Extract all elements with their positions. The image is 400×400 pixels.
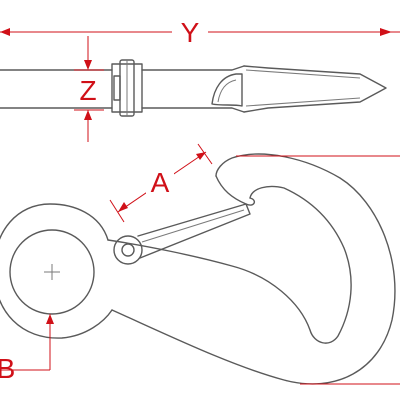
dimension-b: B — [0, 314, 54, 384]
extension-lines — [236, 155, 400, 385]
dimension-a: A — [109, 143, 213, 223]
hook-side-view — [0, 59, 387, 117]
dimension-b-label: B — [0, 353, 15, 384]
dimension-z: Z — [74, 36, 104, 142]
dimension-y-label: Y — [181, 17, 200, 48]
dimension-z-label: Z — [79, 75, 96, 106]
hook-front-view — [0, 153, 396, 385]
dimension-a-label: A — [151, 167, 170, 198]
dimension-y: Y — [0, 16, 400, 48]
